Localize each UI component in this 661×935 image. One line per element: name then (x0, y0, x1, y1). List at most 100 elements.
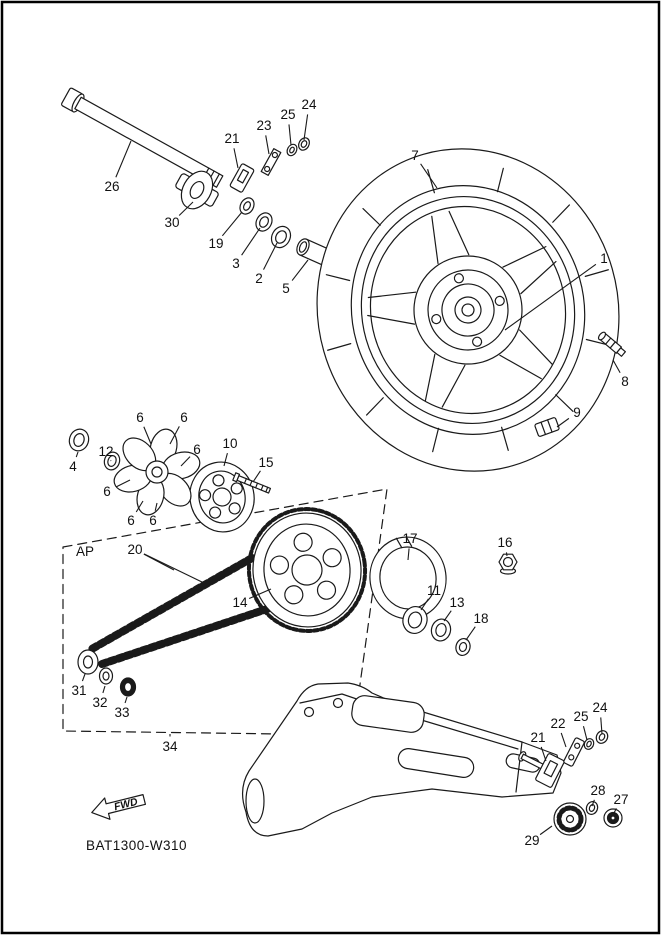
leader-line (169, 426, 180, 445)
part-number-label: 4 (69, 459, 77, 474)
fwd-label: FWD (113, 796, 140, 814)
leader-line (180, 456, 191, 467)
rear-sprocket (246, 507, 368, 633)
part-number-label: 25 (280, 107, 295, 122)
washer-12 (103, 451, 121, 471)
leader-line (178, 201, 194, 216)
part-number-label: 13 (449, 595, 464, 610)
part-number-label: 25 (573, 709, 588, 724)
part-number-label: 33 (114, 705, 129, 720)
axle-nut (498, 553, 518, 575)
part-number-label: 19 (208, 236, 223, 251)
leader-line (233, 148, 239, 169)
leader-line (102, 685, 106, 694)
rear-axle (61, 87, 224, 188)
part-number-label: 5 (282, 281, 290, 296)
part-number-label: 30 (164, 215, 179, 230)
bearing-4 (68, 428, 90, 452)
washer-25-top (286, 143, 298, 157)
part-number-label: 29 (524, 833, 539, 848)
leader-line (223, 453, 228, 467)
leader-line (221, 211, 243, 237)
nut-33 (119, 677, 137, 697)
leader-line (154, 502, 158, 511)
washer-13 (430, 618, 452, 642)
part-number-label: 21 (224, 131, 239, 146)
bearing-11 (402, 605, 428, 635)
part-number-label: 14 (232, 595, 248, 610)
part-number-label: 6 (193, 442, 201, 457)
axle-end-cover (553, 802, 587, 836)
diagram-code: BAT1300-W310 (86, 838, 187, 853)
part-number-label: 34 (162, 739, 178, 754)
leader-line (241, 227, 261, 256)
leader-line (252, 470, 261, 483)
leader-line (263, 242, 278, 270)
part-number-label: 15 (258, 455, 273, 470)
part-number-label: 11 (427, 583, 441, 598)
part-number-label: 10 (222, 436, 237, 451)
leader-line (135, 500, 144, 513)
leader-line (248, 588, 272, 600)
part-number-label: 17 (402, 531, 417, 546)
leader-line (407, 548, 410, 561)
part-number-label: 7 (411, 148, 419, 163)
part-number-label: 20 (127, 542, 142, 557)
leader-line (124, 696, 128, 704)
leader-line (288, 124, 292, 146)
leader-line (505, 552, 508, 557)
leader-line (115, 479, 131, 488)
part-number-label: 6 (103, 484, 111, 499)
leader-line (582, 726, 588, 741)
leader-line (81, 673, 86, 682)
leader-line (560, 732, 567, 748)
nut-27 (603, 808, 623, 828)
part-number-label: 8 (621, 374, 629, 389)
part-number-label: 2 (255, 271, 263, 286)
part-number-label: 3 (232, 256, 240, 271)
chain-puller-top (229, 163, 255, 193)
part-number-label: 6 (180, 410, 188, 425)
part-number-label: 24 (301, 97, 317, 112)
leader-line (613, 808, 617, 814)
brake-anchor-plate (175, 170, 219, 210)
part-number-label: 22 (550, 716, 565, 731)
drive-chain (86, 554, 280, 668)
collar-18 (455, 637, 471, 657)
part-number-label: 28 (590, 783, 605, 798)
leader-line (539, 825, 553, 836)
leader-line (600, 717, 603, 735)
leader-line (465, 626, 476, 641)
nut-24-top (298, 137, 310, 151)
leader-line (504, 263, 597, 331)
bearing-2 (270, 225, 292, 249)
part-number-label: 12 (98, 444, 113, 459)
leader-line (556, 417, 570, 428)
part-number-label: 9 (573, 405, 581, 420)
part-number-label: 6 (149, 513, 157, 528)
part-number-label: 31 (71, 683, 86, 698)
washer-32 (98, 667, 114, 685)
adjuster-bracket-bottom (563, 737, 585, 767)
fwd-arrow: FWD (91, 794, 147, 820)
leader-line (540, 746, 547, 762)
valve-stem (597, 331, 626, 357)
stud-bolt (232, 472, 272, 494)
leader-line (143, 426, 152, 445)
part-number-label: 18 (473, 611, 488, 626)
adjuster-plate-top (260, 148, 282, 176)
leader-line (420, 163, 438, 189)
part-number-label: AP (76, 544, 94, 559)
leader-line (443, 610, 452, 622)
nut-24-bottom (595, 730, 609, 744)
leader-line (265, 135, 270, 155)
washer-25-bottom (583, 738, 595, 750)
part-number-label: 23 (256, 118, 271, 133)
part-number-label: 16 (497, 535, 512, 550)
washer-19 (239, 197, 255, 215)
leader-line (291, 259, 309, 281)
part-number-label: 26 (104, 179, 119, 194)
leader-line (591, 799, 595, 807)
leader-line (420, 598, 429, 611)
